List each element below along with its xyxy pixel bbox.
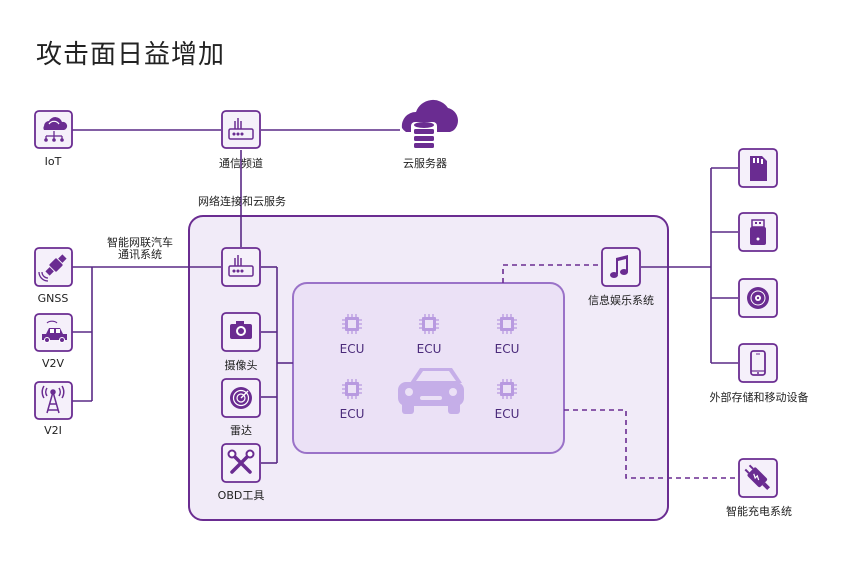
dashed-lines [502,264,738,479]
camera-label: 摄像头 [224,359,258,372]
camera-icon [230,321,252,339]
ecu-label: ECU [416,342,442,356]
tower-icon [41,385,65,414]
tools-icon [227,449,255,474]
phone-icon [750,350,766,376]
connection-lines [71,129,738,464]
ecu-label: ECU [494,407,520,421]
router-icon [228,118,254,140]
car-icon [398,368,464,414]
gnss-label: GNSS [37,292,69,305]
cloud-server-label: 云服务器 [403,157,447,170]
radar-label: 雷达 [230,424,252,437]
charging-plug-icon [744,464,771,491]
page-title: 攻击面日益增加 [36,40,226,70]
chip-icon [419,314,439,334]
cloud-database-icon [401,99,458,152]
sd-card-icon [750,156,767,181]
v2i-box [34,381,73,420]
ecu-label: ECU [339,342,365,356]
smart-charging-label: 智能充电系统 [726,505,792,518]
infotainment-box [601,247,641,287]
telematics-box [221,247,261,287]
chip-icon [342,314,362,334]
wifi-cloud-icon [43,117,68,142]
obd-label: OBD工具 [217,489,265,502]
external-storage-label: 外部存储和移动设备 [709,391,809,404]
phone-box [738,343,778,383]
network-cloud-label: 网络连接和云服务 [198,195,286,208]
infotainment-label: 信息娱乐系统 [588,294,654,307]
disc-icon [747,287,769,309]
telematics-label-line1: 智能网联汽车 [107,236,173,249]
v2v-label: V2V [41,357,65,370]
comm-channel-label: 通信频道 [219,157,263,170]
music-icon [610,255,628,278]
chip-icon [497,379,517,399]
car-icon [42,320,67,343]
ecu-label: ECU [494,342,520,356]
ecu-label: ECU [339,407,365,421]
iot-label: IoT [44,155,62,168]
telematics-label-line2: 通讯系统 [118,248,162,261]
radar-icon [230,387,252,409]
chip-icon [342,379,362,399]
chip-icon [497,314,517,334]
usb-drive-icon [750,219,766,245]
router-icon [228,255,254,277]
v2i-label: V2I [44,424,62,437]
